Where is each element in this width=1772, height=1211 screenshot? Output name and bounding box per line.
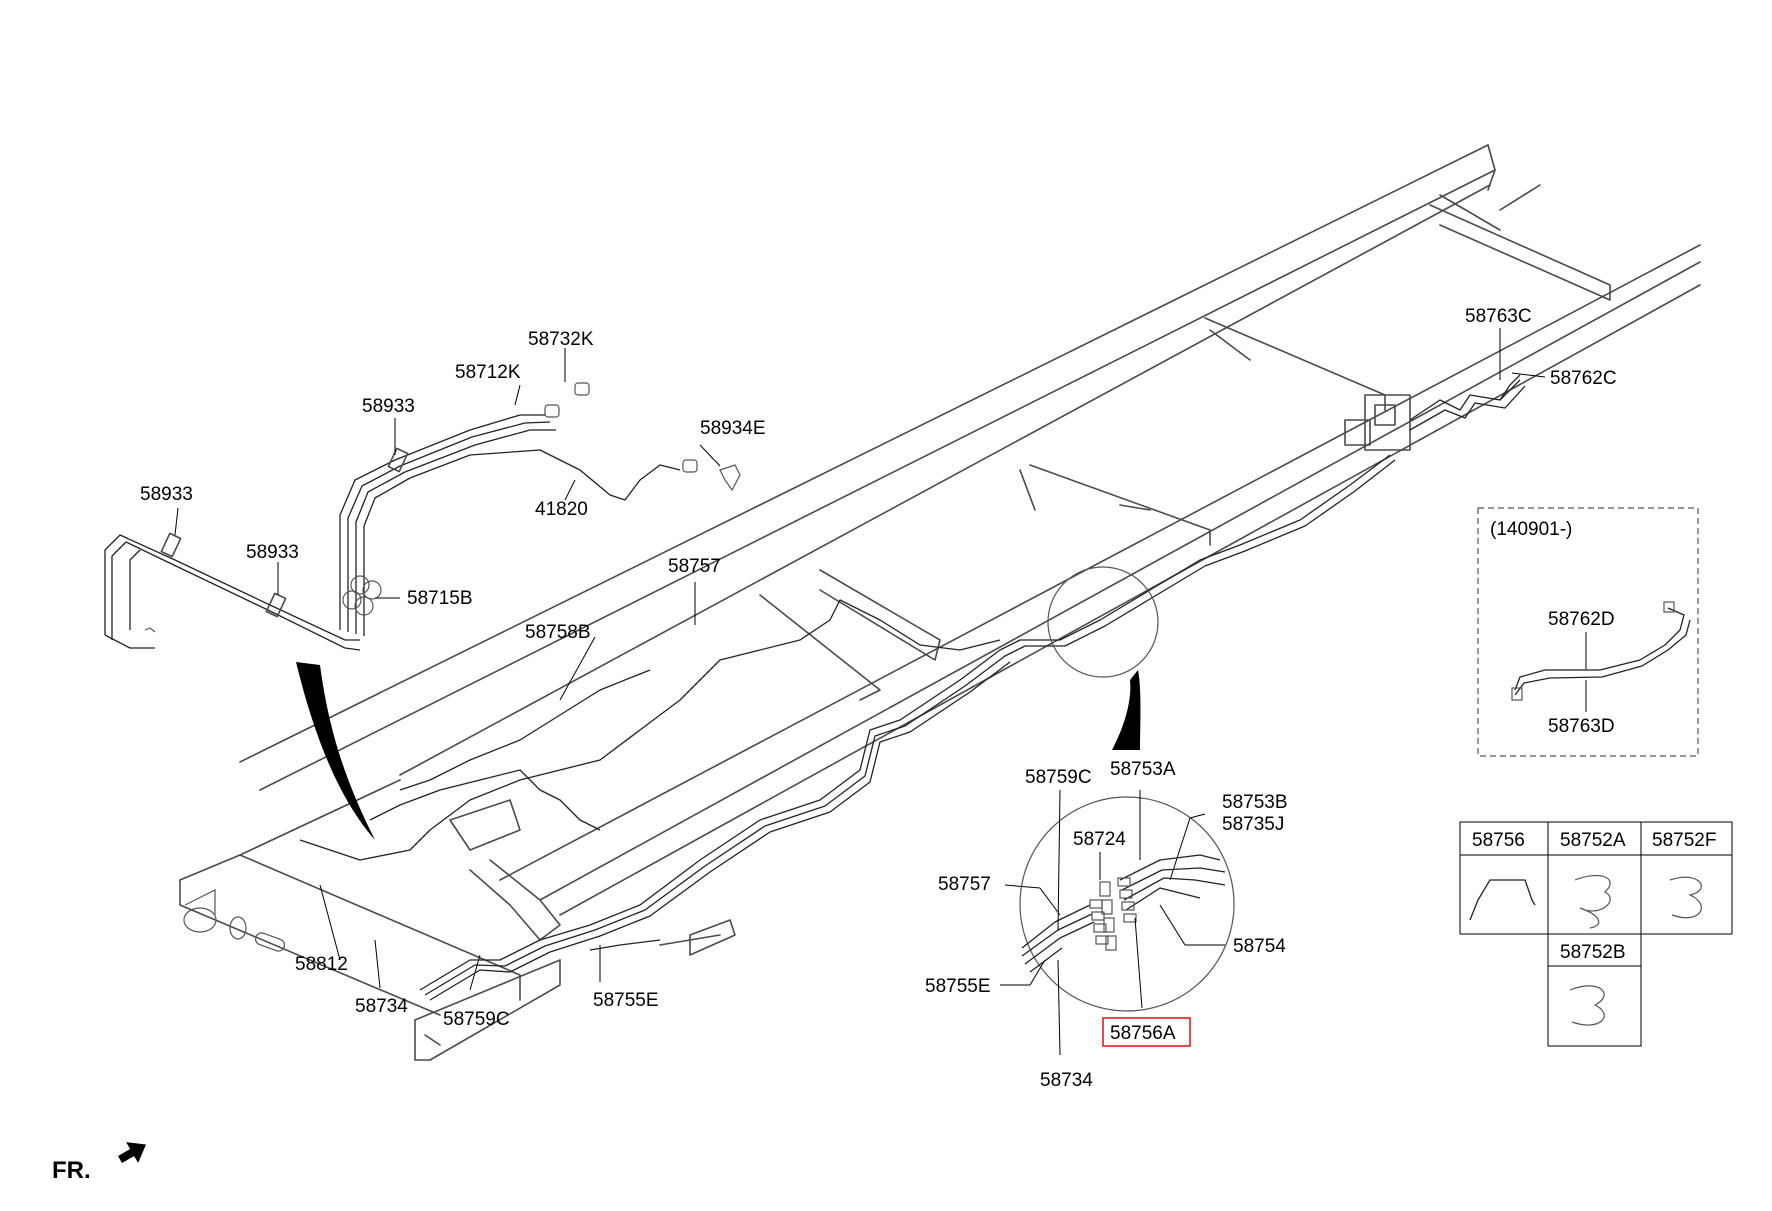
- reference-arrows: [118, 662, 1141, 1163]
- leader-lines: [174, 328, 1546, 1056]
- chassis-frame: [179, 144, 1701, 1061]
- clip-58752B-icon: [1569, 985, 1605, 1026]
- part-58715B[interactable]: 58715B: [407, 588, 473, 609]
- part-58757-detail[interactable]: 58757: [938, 874, 991, 895]
- clip-58752F-icon: [1669, 876, 1702, 919]
- pipe-58756-icon: [1469, 879, 1536, 921]
- highlight-box: [1102, 1017, 1191, 1047]
- part-58754[interactable]: 58754: [1233, 936, 1286, 957]
- part-58758B[interactable]: 58758B: [525, 622, 591, 643]
- zoom-source-circle: [1047, 566, 1159, 678]
- parts-table: 58756 58752A 58752F 58752B: [1459, 821, 1733, 1047]
- clip-58752A-icon: [1574, 874, 1611, 929]
- part-58757-top[interactable]: 58757: [668, 556, 721, 577]
- part-58734-detail[interactable]: 58734: [1040, 1070, 1093, 1091]
- table-cell-58752B[interactable]: 58752B: [1560, 942, 1626, 963]
- part-58755E-main[interactable]: 58755E: [593, 990, 659, 1011]
- connector-set: [1089, 877, 1137, 951]
- part-58724[interactable]: 58724: [1073, 829, 1126, 850]
- part-58933-c[interactable]: 58933: [246, 542, 299, 563]
- table-cell-58752A[interactable]: 58752A: [1560, 830, 1626, 851]
- part-58734-main[interactable]: 58734: [355, 996, 408, 1017]
- part-58712K[interactable]: 58712K: [455, 362, 521, 383]
- table-cell-58752F[interactable]: 58752F: [1652, 830, 1716, 851]
- part-58755E-detail[interactable]: 58755E: [925, 976, 991, 997]
- part-58762C[interactable]: 58762C: [1550, 368, 1617, 389]
- part-58762D[interactable]: 58762D: [1548, 609, 1615, 630]
- part-58812[interactable]: 58812: [295, 954, 348, 975]
- part-58756A[interactable]: 58756A: [1110, 1023, 1176, 1044]
- front-pipe-assembly: [104, 382, 741, 651]
- inset-box: (140901-) 58762D 58763D: [1477, 507, 1699, 757]
- part-58753B[interactable]: 58753B: [1222, 792, 1288, 813]
- direction-label: FR.: [52, 1157, 91, 1184]
- part-58735J[interactable]: 58735J: [1222, 814, 1284, 835]
- inset-date: (140901-): [1490, 519, 1572, 540]
- part-58934E[interactable]: 58934E: [700, 418, 766, 439]
- part-58933-b[interactable]: 58933: [140, 484, 193, 505]
- part-41820[interactable]: 41820: [535, 499, 588, 520]
- part-58763C[interactable]: 58763C: [1465, 306, 1532, 327]
- zoom-detail-circle: [1019, 796, 1235, 1012]
- brake-pipes: [299, 374, 1526, 1001]
- part-58763D[interactable]: 58763D: [1548, 716, 1615, 737]
- part-58732K[interactable]: 58732K: [528, 329, 594, 350]
- part-58933-a[interactable]: 58933: [362, 396, 415, 417]
- part-58753A[interactable]: 58753A: [1110, 759, 1176, 780]
- part-58759C-detail[interactable]: 58759C: [1025, 767, 1092, 788]
- table-cell-58756[interactable]: 58756: [1472, 830, 1525, 851]
- part-58759C-main[interactable]: 58759C: [443, 1009, 510, 1030]
- junction-detail: [1021, 854, 1226, 973]
